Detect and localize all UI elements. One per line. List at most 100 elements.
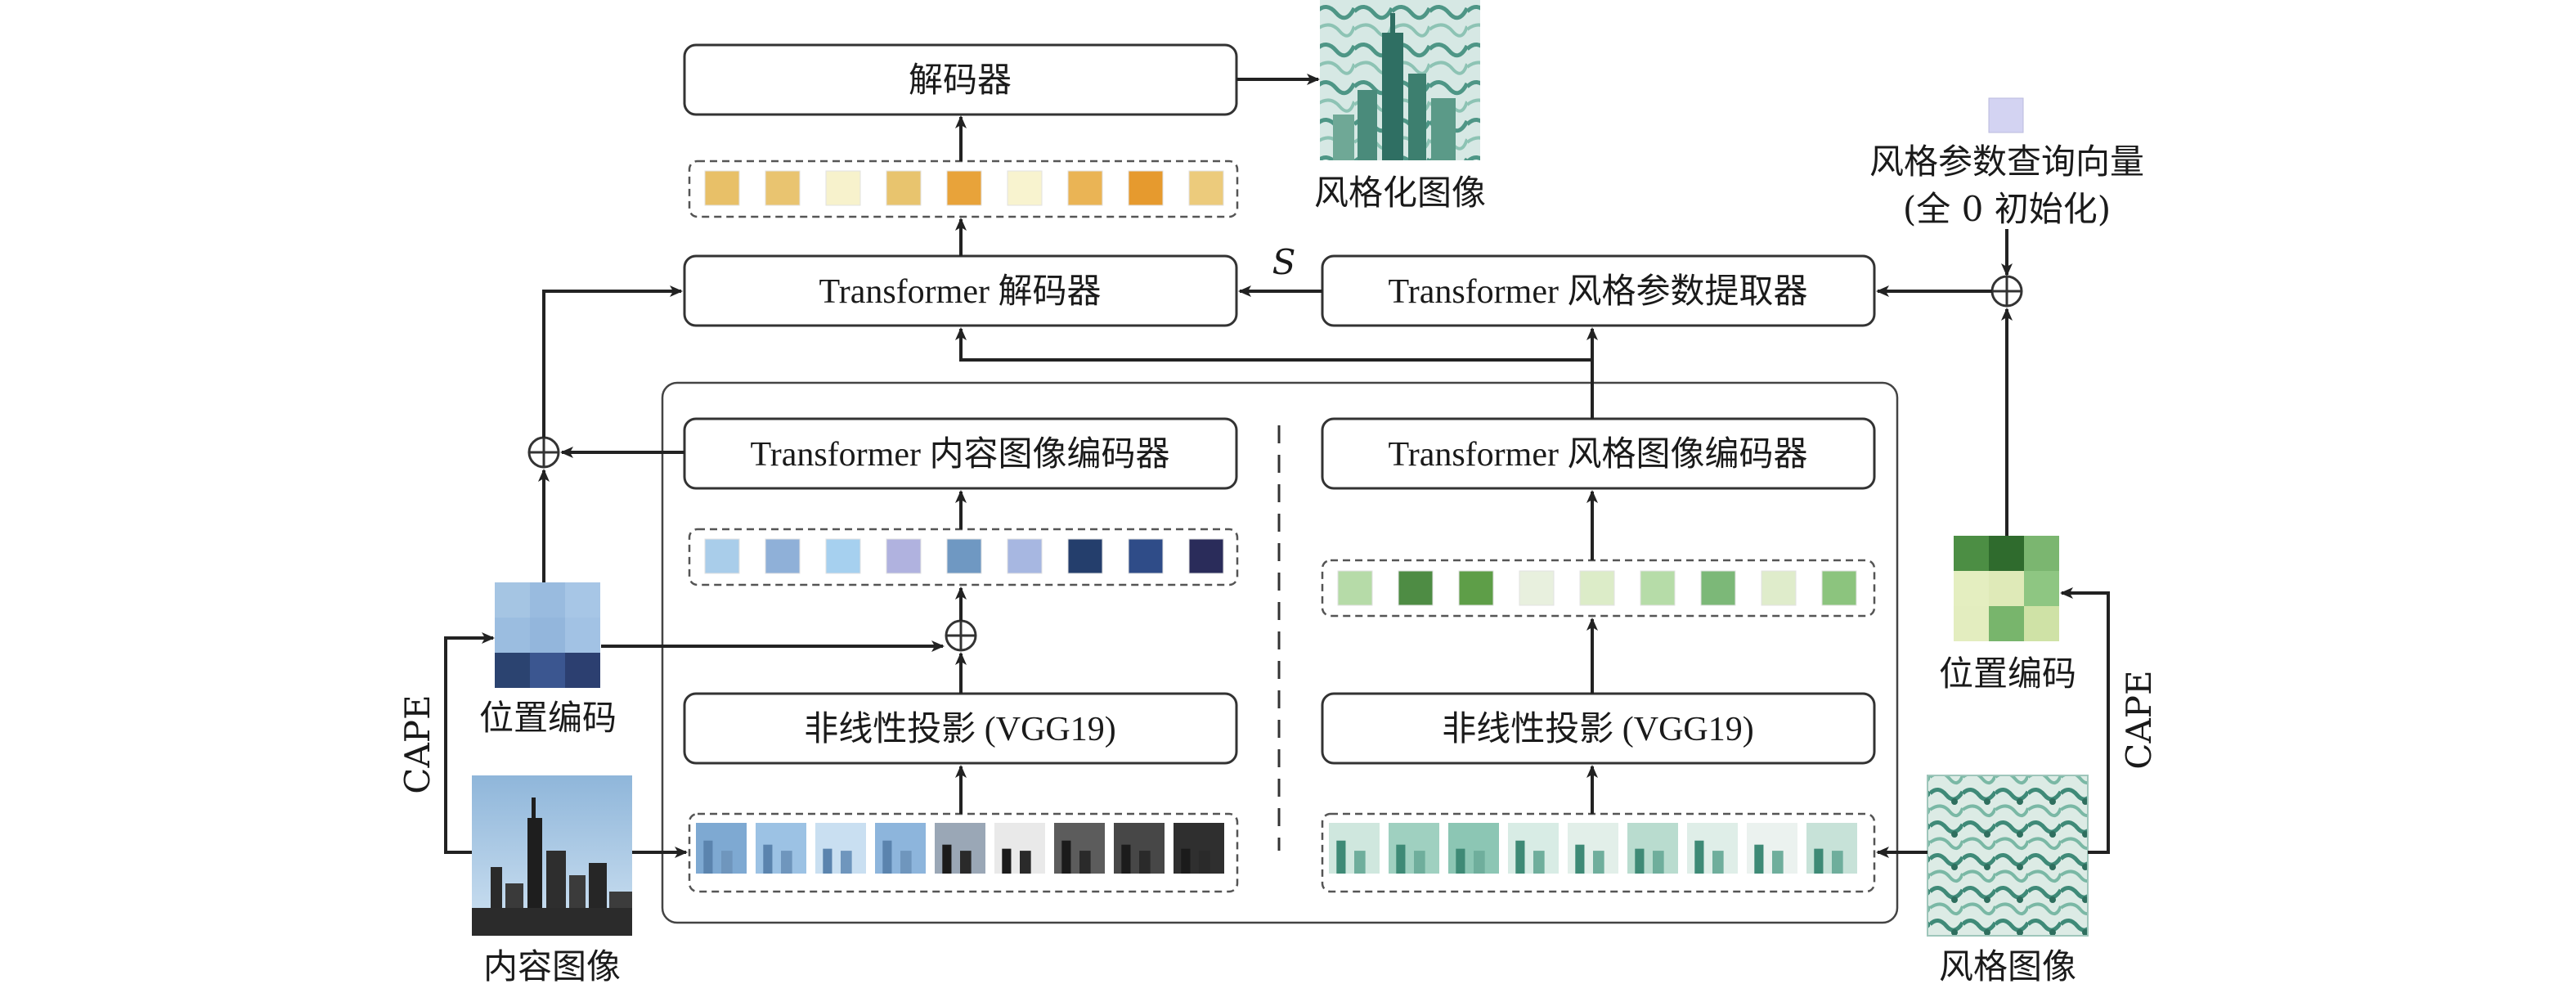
cape-right-label: CAPE xyxy=(2119,670,2159,769)
decoder-label: 解码器 xyxy=(909,62,1012,100)
position-encoding-right xyxy=(1954,536,2059,641)
content-projection-label: 非线性投影 (VGG19) xyxy=(804,711,1115,748)
position-encoding-cell xyxy=(565,653,600,688)
decoder-token xyxy=(825,170,861,206)
decoder-token xyxy=(886,170,922,206)
style-token xyxy=(1700,570,1736,606)
style-param-extractor-label: Transformer 风格参数提取器 xyxy=(1389,272,1808,311)
position-encoding-cell xyxy=(495,618,530,653)
position-encoding-cell xyxy=(495,653,530,688)
style-tokens xyxy=(1337,570,1857,606)
content-token xyxy=(1067,538,1103,574)
style-image-label: 风格图像 xyxy=(1939,946,2076,986)
content-token xyxy=(765,538,801,574)
content-token xyxy=(1128,538,1164,574)
decoder-token xyxy=(765,170,801,206)
style-encoder-label: Transformer 风格图像编码器 xyxy=(1389,436,1808,474)
style-patch xyxy=(1568,823,1618,874)
style-patch xyxy=(1448,823,1499,874)
position-encoding-cell xyxy=(2024,571,2059,606)
position-encoding-cell xyxy=(1989,536,2024,571)
style-token xyxy=(1519,570,1555,606)
content-patch xyxy=(1054,823,1105,874)
content-patch xyxy=(756,823,806,874)
style-projection-label: 非线性投影 (VGG19) xyxy=(1442,711,1753,748)
content-image xyxy=(472,775,632,936)
style-image xyxy=(1927,775,2089,937)
decoder-tokens xyxy=(704,170,1224,206)
arrow-left-sum-to-tdecoder xyxy=(542,285,683,438)
stylized-image-label: 风格化图像 xyxy=(1314,173,1486,213)
position-encoding-cell xyxy=(1989,571,2024,606)
position-encoding-cell xyxy=(2024,536,2059,571)
decoder-token xyxy=(946,170,982,206)
query-vector-swatch xyxy=(1988,97,2024,133)
content-token xyxy=(1007,538,1043,574)
style-token xyxy=(1821,570,1857,606)
decoder-token xyxy=(1128,170,1164,206)
content-patch xyxy=(994,823,1045,874)
encoder-container xyxy=(661,381,1899,924)
style-patch xyxy=(1806,823,1857,874)
content-image-label: 内容图像 xyxy=(483,946,621,986)
content-patch xyxy=(1114,823,1165,874)
style-token xyxy=(1337,570,1373,606)
position-encoding-cell xyxy=(1989,606,2024,641)
s-symbol: S xyxy=(1272,242,1296,282)
style-patch xyxy=(1747,823,1797,874)
position-encoding-cell xyxy=(530,653,565,688)
style-projection-box xyxy=(1321,692,1876,765)
arrow-cape-left xyxy=(444,632,495,854)
transformer-decoder-label: Transformer 解码器 xyxy=(819,273,1102,311)
content-tokens xyxy=(704,538,1224,574)
position-encoding-cell xyxy=(1954,536,1989,571)
position-encoding-left xyxy=(495,582,600,688)
style-token xyxy=(1640,570,1676,606)
arrow-cape-right xyxy=(2060,587,2110,854)
style-patch xyxy=(1627,823,1678,874)
content-patch xyxy=(815,823,866,874)
decoder-token xyxy=(1007,170,1043,206)
position-encoding-left-label: 位置编码 xyxy=(479,698,617,738)
content-token xyxy=(1188,538,1224,574)
style-patch xyxy=(1687,823,1738,874)
query-vector-label-line2: (全 0 初始化) xyxy=(1903,189,2111,229)
content-token xyxy=(946,538,982,574)
style-token xyxy=(1761,570,1797,606)
content-patch xyxy=(1174,823,1224,874)
decoder-token xyxy=(1067,170,1103,206)
style-patch xyxy=(1389,823,1439,874)
position-encoding-cell xyxy=(1954,571,1989,606)
position-encoding-cell xyxy=(530,582,565,618)
position-encoding-cell xyxy=(565,618,600,653)
content-token xyxy=(825,538,861,574)
position-encoding-cell xyxy=(495,582,530,618)
query-vector-label-line1: 风格参数查询向量 xyxy=(1869,142,2144,182)
position-encoding-cell xyxy=(530,618,565,653)
content-patch xyxy=(696,823,747,874)
style-token xyxy=(1398,570,1434,606)
cape-left-label: CAPE xyxy=(397,694,438,793)
decoder-token xyxy=(704,170,740,206)
style-patch xyxy=(1508,823,1559,874)
stylized-image xyxy=(1320,0,1480,160)
content-patch xyxy=(935,823,985,874)
style-token xyxy=(1579,570,1615,606)
style-encoder-box xyxy=(1321,417,1876,490)
style-patches xyxy=(1329,823,1857,874)
content-patch xyxy=(875,823,926,874)
decoder-token xyxy=(1188,170,1224,206)
content-token xyxy=(886,538,922,574)
arrow-content-encoder-to-tdecoder xyxy=(955,327,1594,419)
style-token xyxy=(1458,570,1494,606)
content-patches xyxy=(696,823,1224,874)
position-encoding-right-label: 位置编码 xyxy=(1939,654,2076,694)
position-encoding-cell xyxy=(565,582,600,618)
style-patch xyxy=(1329,823,1380,874)
position-encoding-cell xyxy=(2024,606,2059,641)
content-token xyxy=(704,538,740,574)
sum-node-right xyxy=(1990,275,2023,308)
sum-node-left xyxy=(527,436,560,469)
content-encoder-label: Transformer 内容图像编码器 xyxy=(751,435,1170,474)
